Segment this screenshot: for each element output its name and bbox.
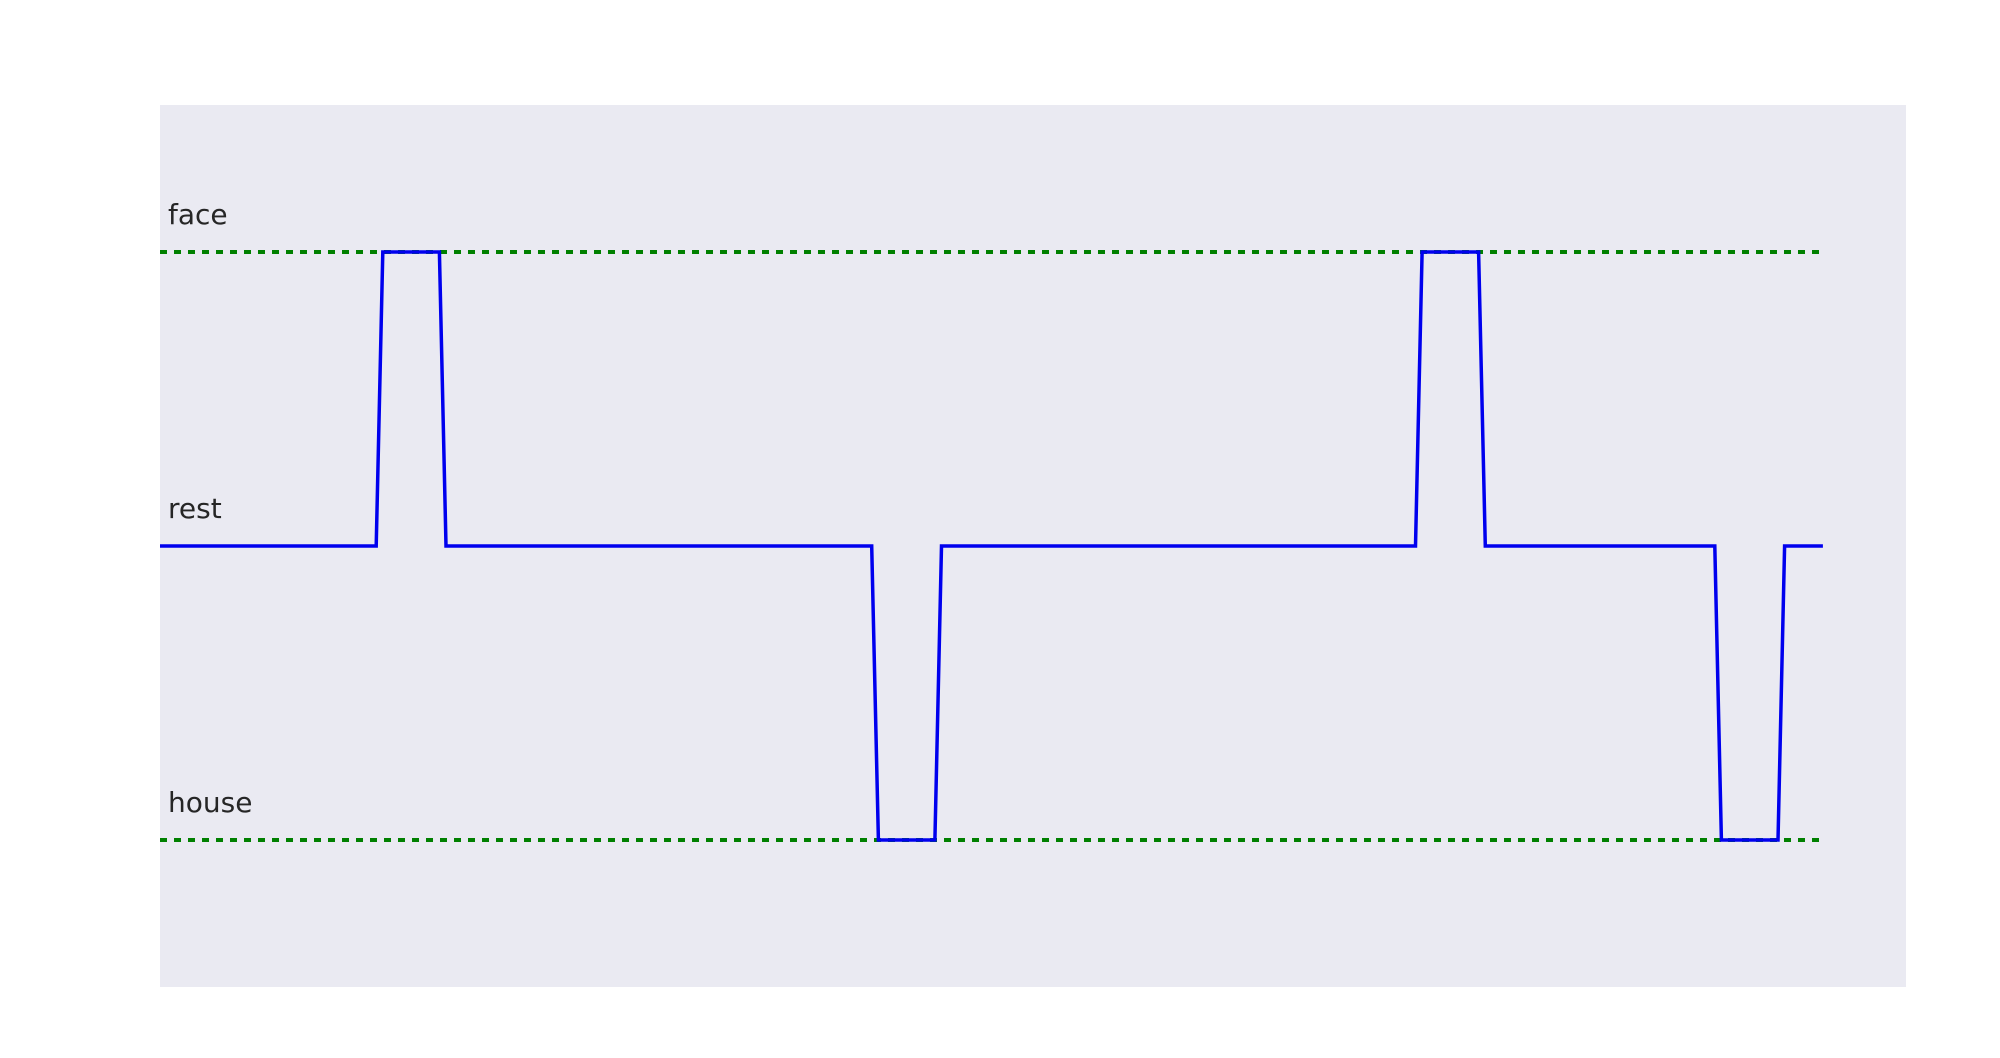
- level-label-house: house: [168, 786, 252, 819]
- reference-lines: [160, 250, 1823, 842]
- level-labels: face rest house: [168, 198, 252, 819]
- series-line-0: [160, 250, 1823, 842]
- level-label-rest: rest: [168, 492, 222, 525]
- level-label-face: face: [168, 198, 228, 231]
- series-group: [160, 250, 1823, 842]
